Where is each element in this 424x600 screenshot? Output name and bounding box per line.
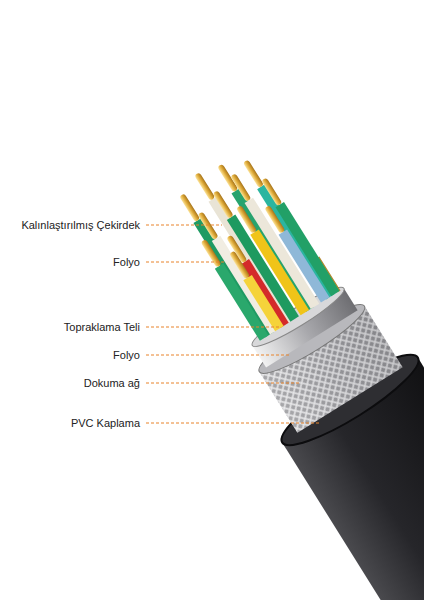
leader-lines (146, 225, 320, 423)
part-label: Folyo (113, 255, 140, 269)
part-label: Dokuma ağ (84, 376, 140, 390)
part-label: PVC Kaplama (71, 416, 140, 430)
part-label: Folyo (113, 348, 140, 362)
conductor-wires (167, 143, 339, 341)
part-label: Kalınlaştırılmış Çekirdek (21, 218, 140, 232)
part-label: Topraklama Teli (64, 320, 140, 334)
cable-body (137, 126, 424, 600)
